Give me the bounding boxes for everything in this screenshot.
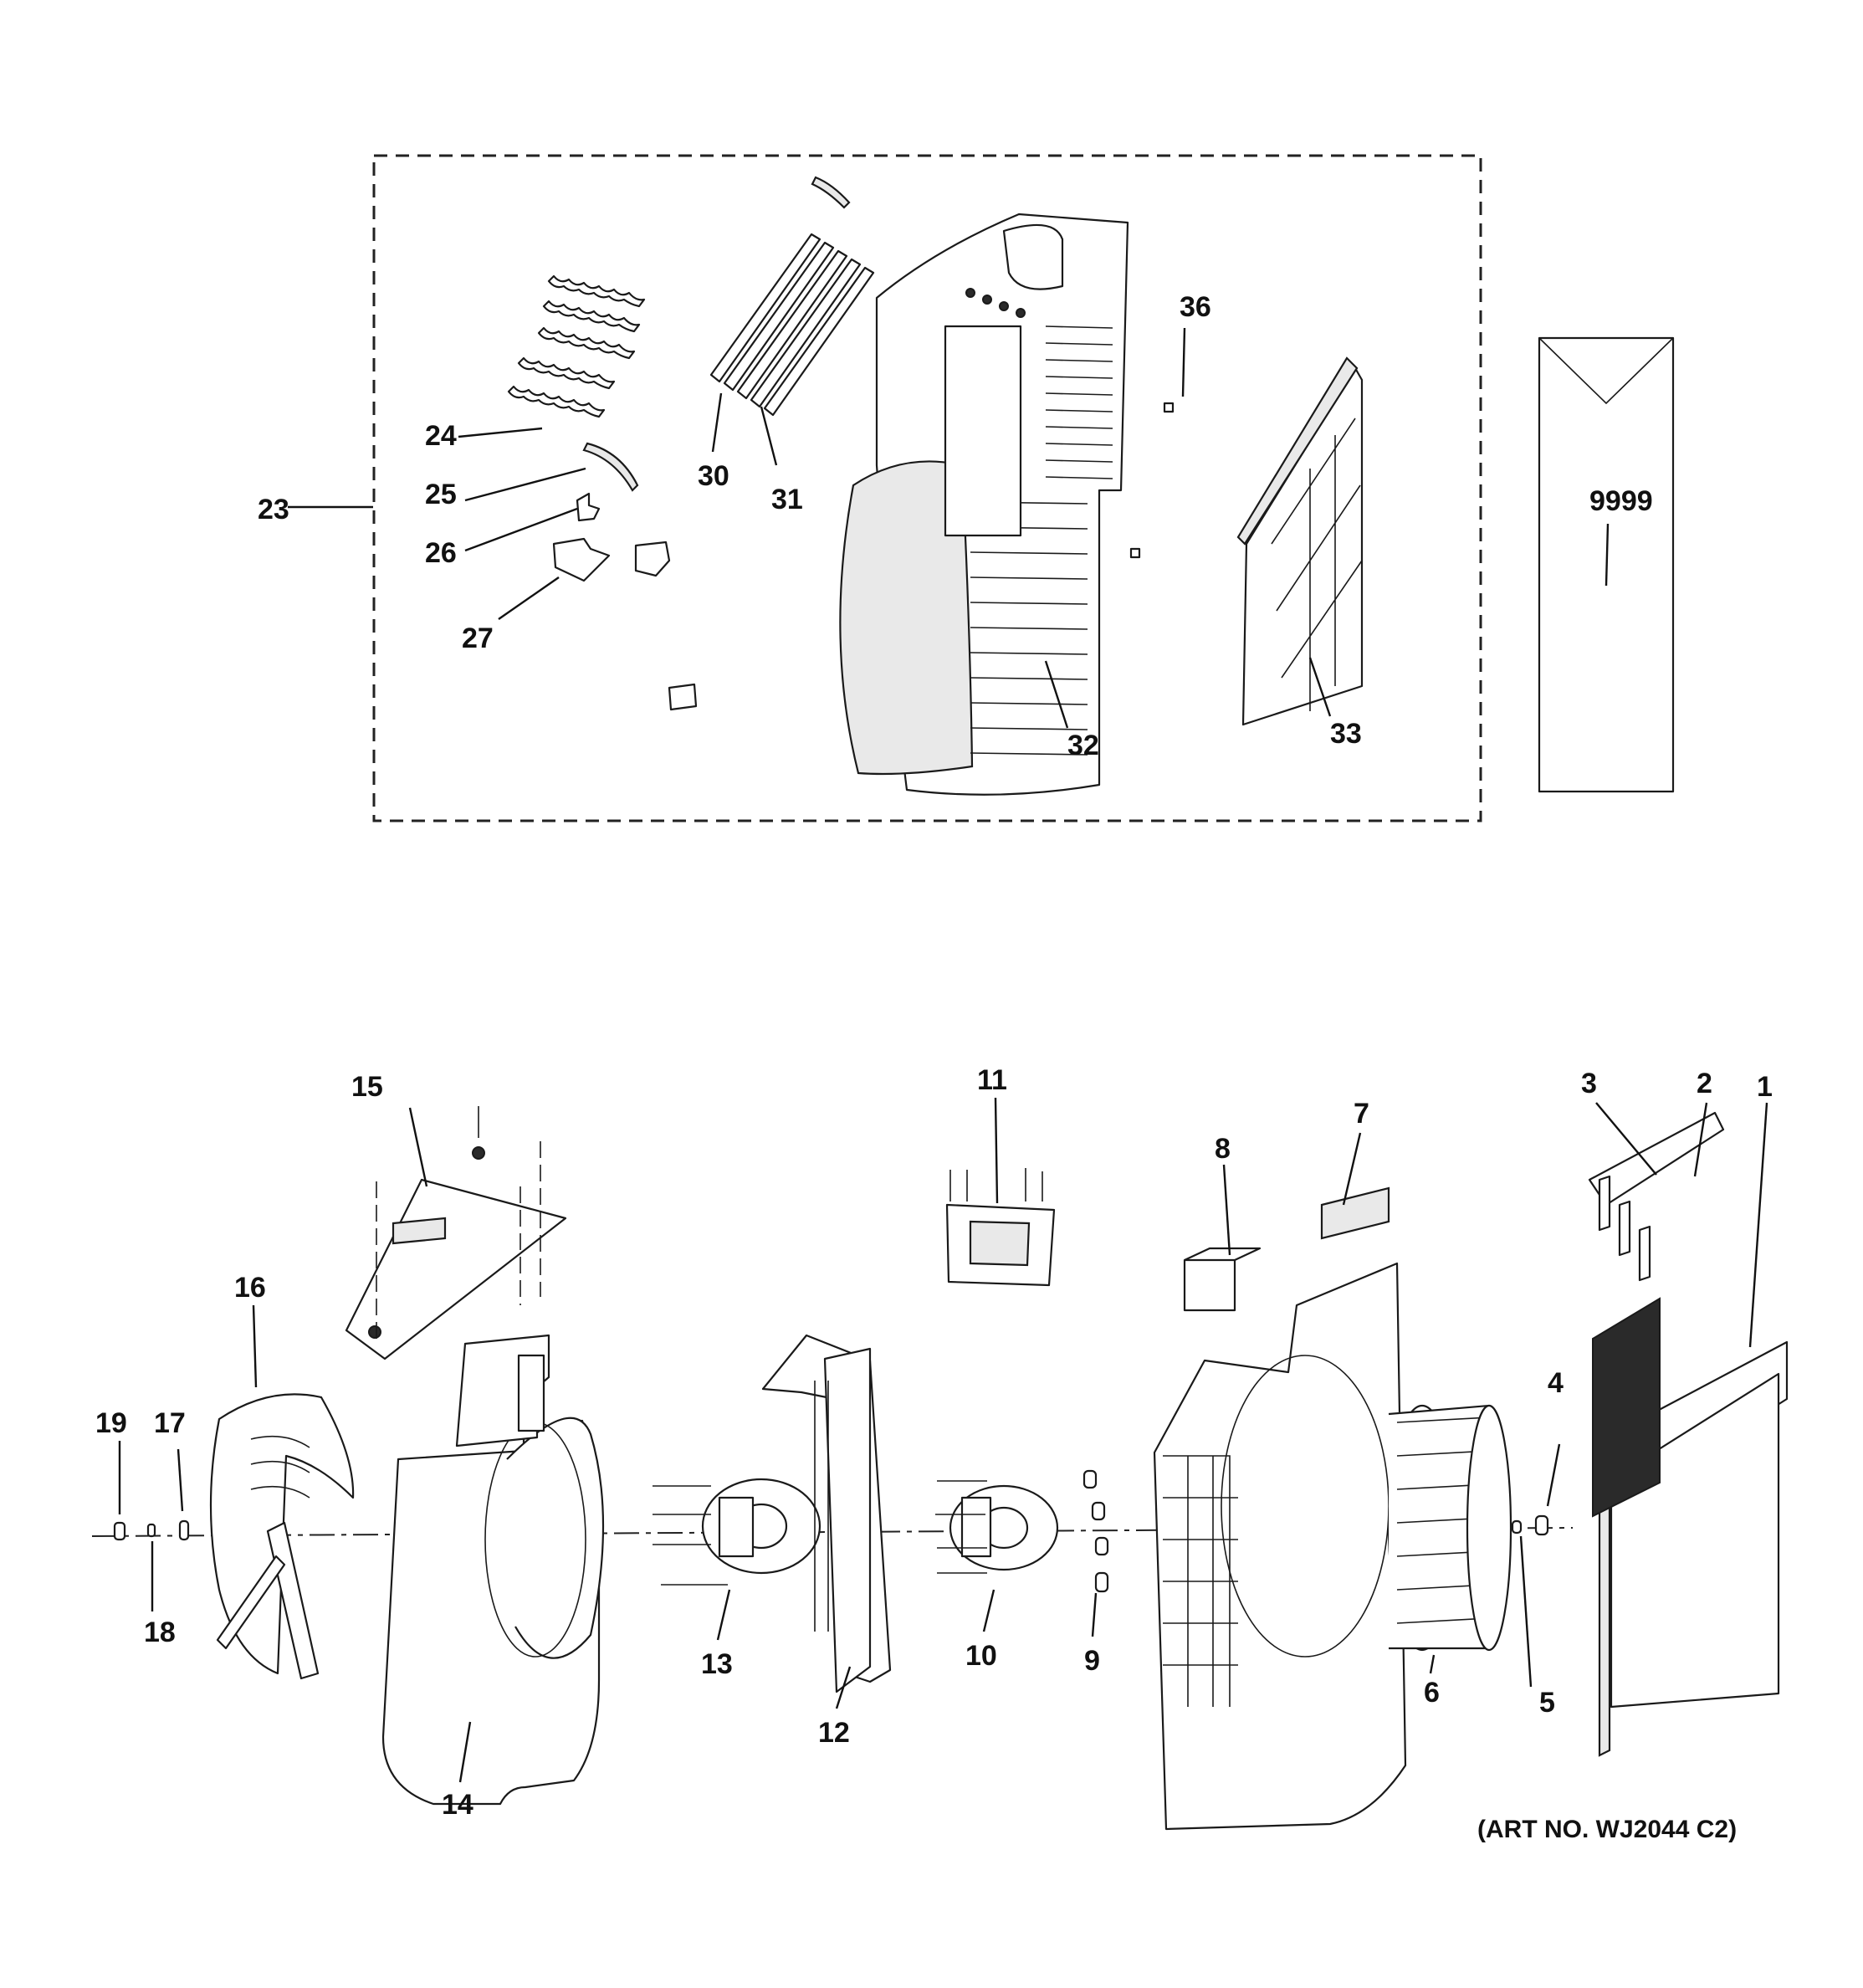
louver-crank [576,492,601,522]
nut-19 [113,1521,126,1541]
callout-3: 3 [1581,1068,1597,1099]
callout-23: 23 [258,494,289,525]
callout-4: 4 [1548,1367,1564,1399]
air-duct-8 [1183,1247,1262,1312]
louver-blades [507,274,646,418]
blower-motor-10 [935,1480,1059,1574]
vertical-vane-assembly [709,176,875,417]
callout-31: 31 [771,484,803,515]
art-number: (ART NO. WJ2044 C2) [1477,1816,1737,1843]
blower-housing [1153,1186,1407,1831]
callout-8: 8 [1215,1133,1231,1165]
heater-assembly [1588,1111,1725,1518]
shroud-screws [376,1106,541,1339]
blower-wheel [1387,1404,1512,1652]
motor-grommets [1082,1469,1109,1593]
leader-lines [118,327,1768,1783]
motor-mount-bracket [761,1334,892,1693]
callout-10: 10 [965,1640,997,1672]
callout-16: 16 [234,1272,266,1304]
callout-2: 2 [1697,1068,1712,1099]
shroud-top-cover [345,1146,567,1360]
callout-1: 1 [1757,1071,1773,1103]
callout-18: 18 [144,1617,176,1648]
louver-link-bar [582,442,639,492]
fan-motor-13 [653,1478,821,1586]
callout-32: 32 [1067,730,1099,761]
callout-5: 5 [1539,1687,1555,1719]
callout-14: 14 [442,1789,473,1821]
motor-plate [945,1203,1056,1287]
callout-6: 6 [1424,1677,1440,1709]
screw-36 [1129,402,1175,559]
motor-plate-screws [949,1168,1043,1202]
callout-30: 30 [698,460,729,492]
louver-motor [552,537,611,582]
callout-9: 9 [1084,1645,1100,1677]
front-grille-kit-box [372,154,1482,822]
clip-part [634,541,671,577]
callout-7: 7 [1354,1098,1369,1130]
callout-12: 12 [818,1717,850,1749]
washer-18 [146,1523,156,1538]
front-grille [839,213,1129,796]
callout-11: 11 [977,1064,1007,1096]
callout-9999: 9999 [1589,485,1653,517]
clip-part-2 [668,683,698,711]
callout-25: 25 [425,479,457,510]
washer-5 [1511,1519,1523,1535]
callout-36: 36 [1180,291,1211,323]
air-filter [1236,356,1364,726]
callout-13: 13 [701,1648,733,1680]
callout-33: 33 [1330,718,1362,750]
callout-19: 19 [95,1407,127,1439]
axial-fan-blade [209,1393,355,1680]
clip-17 [178,1519,190,1541]
callout-24: 24 [425,420,457,452]
callout-17: 17 [154,1407,186,1439]
nut-4 [1534,1514,1549,1536]
condenser-shroud [381,1334,605,1806]
callout-15: 15 [351,1071,383,1103]
callout-26: 26 [425,537,457,569]
callout-27: 27 [462,623,494,654]
